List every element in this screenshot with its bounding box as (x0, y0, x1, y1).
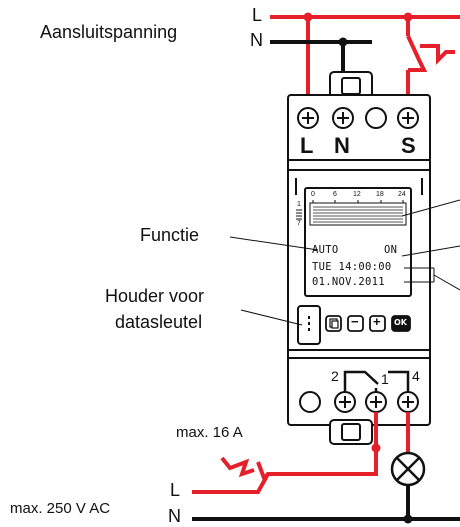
scale-tick-24: 24 (398, 191, 406, 198)
day-indicator-top: 1 (297, 201, 301, 208)
bottom-neutral-letter: N (168, 506, 181, 526)
top-live-junction (303, 12, 313, 22)
bottom-live-wire (192, 412, 410, 494)
plus-glyph: + (373, 314, 381, 329)
bottom-terminal-screws (339, 396, 414, 408)
lcd-bar-graph (313, 206, 403, 223)
bottom-live-junction (371, 443, 381, 453)
scale-tick-12: 12 (353, 191, 361, 198)
lcd-state: ON (384, 244, 398, 256)
lcd-day-time: TUE 14:00:00 (312, 261, 392, 273)
terminal-label-N: N (334, 133, 350, 158)
menu-icon (329, 318, 339, 329)
minus-button[interactable] (347, 315, 364, 332)
bottom-live-letter: L (170, 480, 181, 500)
scale-tick-6: 6 (333, 191, 337, 198)
bottom-neutral-wire (192, 485, 460, 521)
scale-tick-18: 18 (376, 191, 384, 198)
top-live-letter: L (252, 5, 263, 25)
lcd-scale-ticks-marks (312, 200, 404, 203)
terminal-label-L: L (300, 133, 314, 158)
max-current-label: max. 16 A (176, 424, 243, 441)
relay-pin-4: 4 (412, 368, 420, 384)
max-voltage-label: max. 250 V AC (10, 500, 111, 517)
scale-tick-0: 0 (311, 191, 315, 198)
top-live-junction-2 (403, 12, 413, 22)
day-indicator-bars (296, 209, 302, 220)
lamp-icon (390, 451, 426, 487)
plus-button[interactable] (369, 315, 386, 332)
terminal-label-S: S (401, 133, 416, 158)
top-neutral-junction (338, 37, 348, 47)
ok-glyph: OK (394, 318, 407, 327)
top-terminal-screws (302, 112, 414, 124)
minus-glyph: − (351, 314, 359, 329)
leader-lines (229, 199, 460, 326)
key-holder-label-line1: Houder voor (105, 286, 205, 306)
ok-button[interactable] (391, 315, 411, 332)
lcd-mode: AUTO (312, 244, 339, 256)
supply-voltage-label: Aansluitspanning (40, 22, 178, 42)
day-indicator-bottom: 7 (297, 220, 301, 227)
lcd-date: 01.NOV.2011 (312, 276, 385, 288)
data-key-holder[interactable] (297, 305, 321, 345)
bottom-neutral-junction (403, 514, 413, 524)
key-holder-label-line2: datasleutel (115, 312, 203, 332)
relay-pin-1: 1 (381, 371, 389, 387)
relay-pin-2: 2 (331, 368, 339, 384)
function-label: Functie (140, 225, 200, 245)
top-neutral-letter: N (250, 30, 263, 50)
